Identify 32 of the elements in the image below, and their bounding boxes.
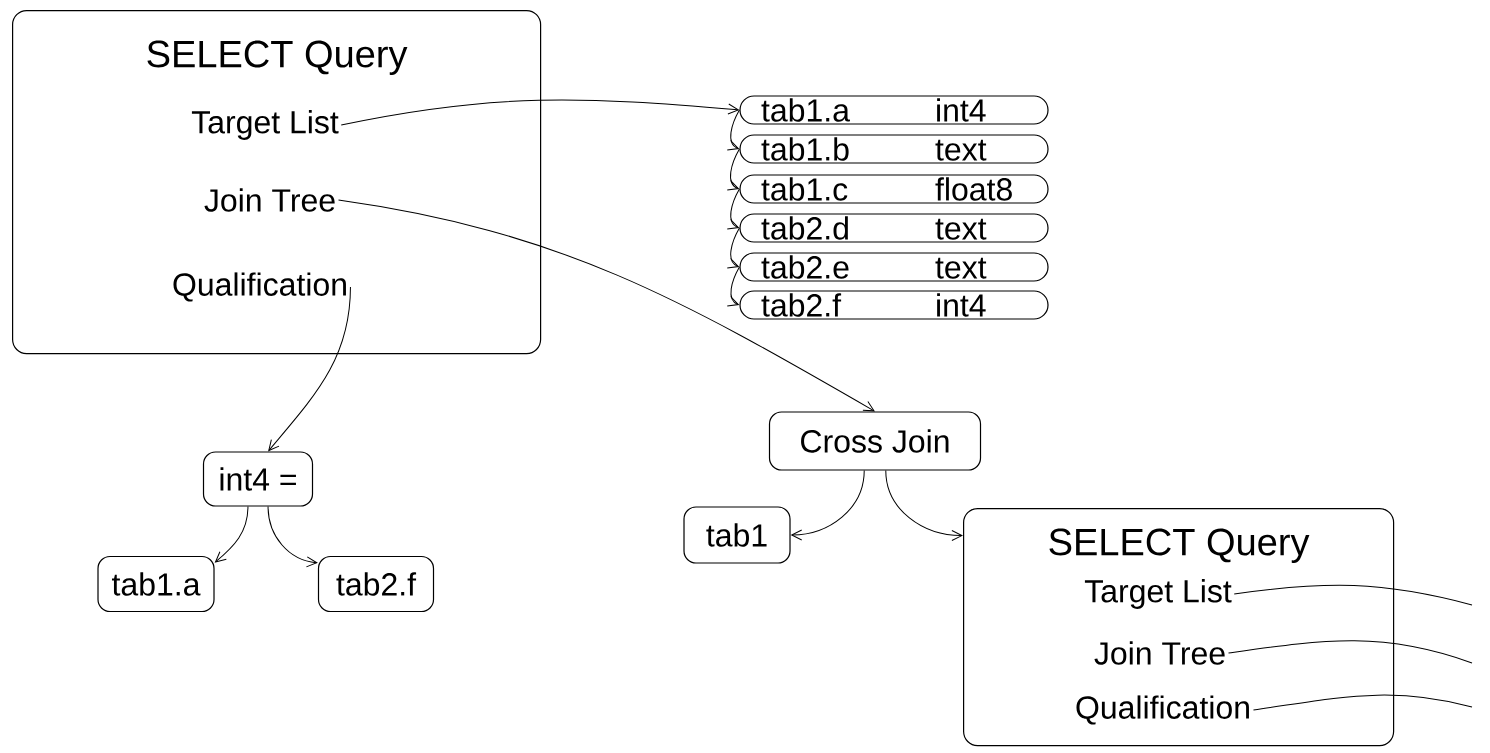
column-row: tab1.b text: [739, 134, 1049, 164]
arrow: [726, 148, 740, 191]
field-label: Join Tree: [204, 188, 335, 212]
field-label: Qualification: [173, 272, 346, 302]
expression-box: Cross Join: [768, 411, 982, 471]
arrow: [726, 266, 740, 307]
arrow: [726, 188, 740, 230]
field-label: Qualification: [1076, 695, 1249, 725]
arrow: [214, 506, 249, 563]
arrow: [268, 286, 351, 452]
arrow: [267, 506, 318, 568]
expression-box: tab1.a: [97, 555, 215, 613]
arrow: [885, 470, 963, 542]
arrow: [726, 227, 740, 269]
arrow: [726, 109, 740, 151]
connector-line: [1233, 584, 1473, 606]
arrow: [338, 199, 875, 412]
field-label: Join Tree: [1094, 641, 1225, 665]
field-label: Target List: [191, 110, 339, 140]
connector-line: [1228, 640, 1473, 664]
column-row: tab2.d text: [739, 213, 1049, 243]
expression-box: tab1: [683, 506, 791, 564]
arrow: [340, 99, 739, 126]
expression-box: int4 =: [202, 451, 314, 507]
column-row: tab2.f int4: [739, 290, 1049, 320]
connector-line: [1252, 694, 1473, 711]
column-row: tab2.e text: [739, 252, 1049, 282]
expression-box: tab2.f: [317, 555, 435, 613]
column-row: tab1.c float8: [739, 174, 1049, 204]
field-label: Target List: [1084, 579, 1232, 609]
arrow: [791, 470, 865, 541]
column-row: tab1.a int4: [739, 95, 1049, 125]
